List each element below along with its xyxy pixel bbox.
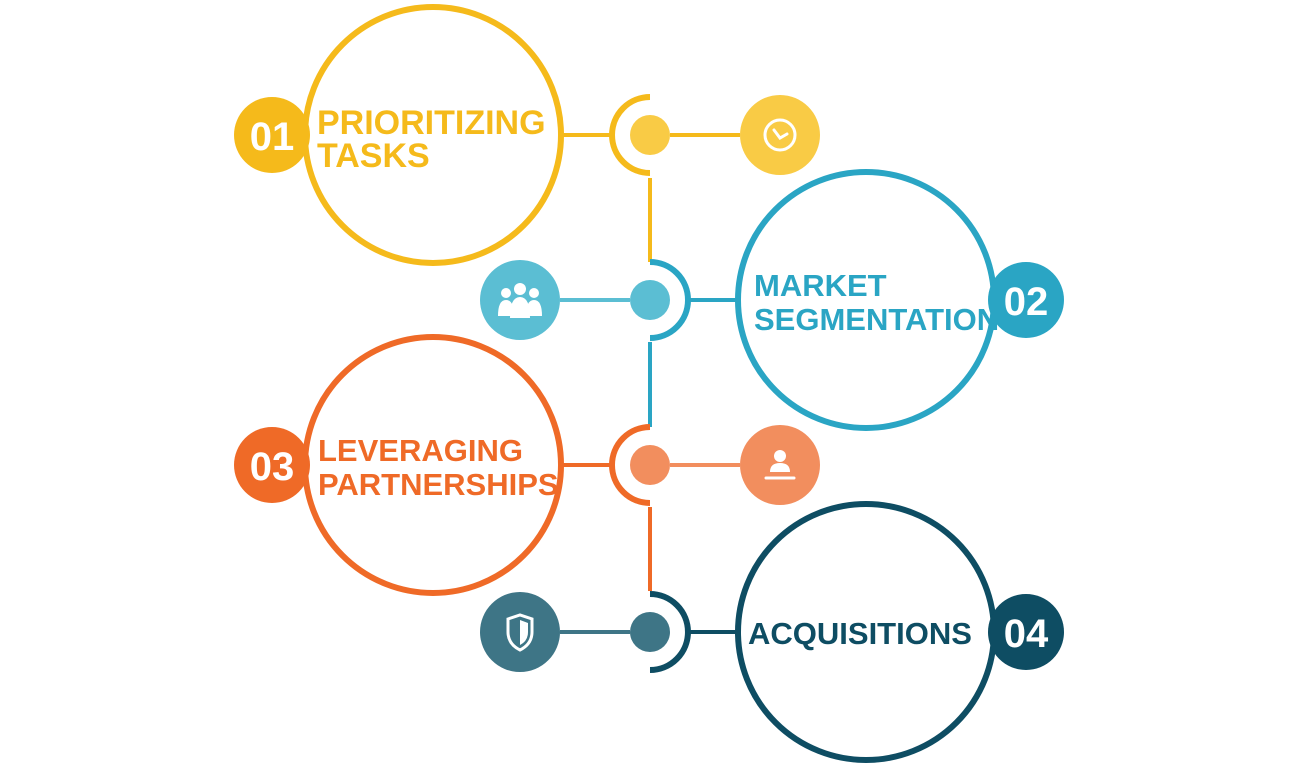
item-01-title-line1: PRIORITIZING [317, 104, 546, 142]
item-02: 02 MARKET SEGMENTATION [480, 169, 1064, 431]
item-04-number-badge [988, 594, 1064, 670]
item-01-bracket [609, 94, 651, 176]
item-02-title-line2: SEGMENTATION [754, 302, 999, 337]
item-01-title-line2: TASKS [317, 137, 430, 175]
item-02-number: 02 [1004, 280, 1049, 324]
item-04: 04 ACQUISITIONS [480, 501, 1064, 763]
item-02-number-badge [988, 262, 1064, 338]
item-03-bracket [609, 424, 651, 506]
shield-icon [506, 613, 534, 652]
clock-icon [763, 118, 797, 152]
item-04-number: 04 [1004, 612, 1049, 656]
item-01-number-badge [234, 97, 310, 173]
item-01-icon-badge [740, 95, 820, 175]
item-01-number: 01 [250, 115, 295, 159]
item-04-title-line1: ACQUISITIONS [748, 616, 972, 651]
item-02-node [630, 280, 670, 320]
item-01-node [630, 115, 670, 155]
people-group-icon [498, 283, 542, 318]
item-03-number: 03 [250, 445, 295, 489]
item-01: 01 PRIORITIZING TASKS [234, 4, 820, 266]
item-03: 03 LEVERAGING PARTNERSHIPS [234, 334, 820, 596]
item-02-title-line1: MARKET [754, 268, 887, 303]
item-03-number-badge [234, 427, 310, 503]
item-03-title-line1: LEVERAGING [318, 433, 523, 468]
person-laptop-icon [764, 450, 796, 480]
item-03-node [630, 445, 670, 485]
item-03-title-line2: PARTNERSHIPS [318, 467, 559, 502]
item-04-node [630, 612, 670, 652]
